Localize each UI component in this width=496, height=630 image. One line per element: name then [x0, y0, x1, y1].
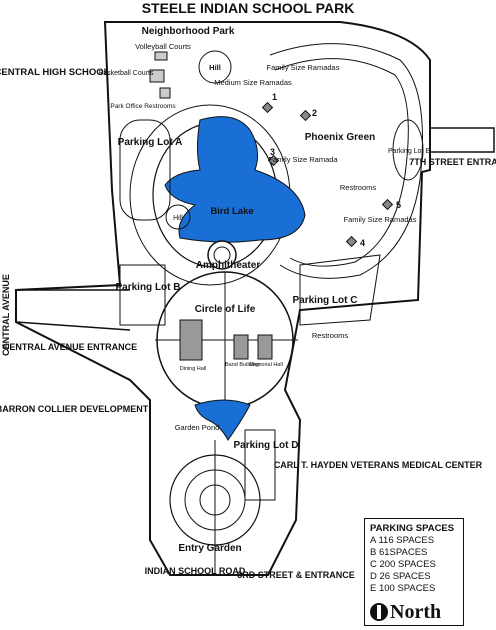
parking-lot-c-area: [299, 254, 381, 326]
label-parking-a: Parking Lot A: [118, 137, 183, 148]
seventh-street-road: [430, 127, 495, 153]
memorial-hall-building: [257, 334, 273, 360]
label-central-hs: CENTRAL HIGH SCHOOL: [0, 67, 110, 78]
garden-pond: [194, 399, 251, 441]
label-medium-ramadas: Medium Size Ramadas: [214, 78, 292, 87]
marker-4: 4: [360, 238, 365, 248]
path-loop-north-inner: [274, 58, 409, 267]
map-title: STEELE INDIAN SCHOOL PARK: [142, 0, 355, 16]
label-restrooms-e: Restrooms: [340, 183, 377, 192]
label-indian-school-road: INDIAN SCHOOL ROAD: [145, 566, 246, 576]
label-family-ramadas-1: Family Size Ramadas: [267, 63, 340, 72]
label-parking-e: Parking Lot E: [388, 148, 430, 155]
path-loop-north: [269, 43, 423, 279]
ramada-2-marker: [299, 109, 312, 122]
label-memorial-hall: Memorial Hall: [249, 362, 283, 368]
parking-lot-d-area: [244, 429, 276, 501]
label-parking-d: Parking Lot D: [233, 440, 298, 451]
label-volleyball: Volleyball Courts: [135, 42, 191, 51]
label-family-ramada-3: Family Size Ramada: [268, 155, 338, 164]
marker-2: 2: [312, 108, 317, 118]
central-avenue-road: [15, 289, 131, 331]
park-boundary: [15, 21, 431, 576]
label-hayden: CARL T. HAYDEN VETERANS MEDICAL CENTER: [274, 460, 483, 470]
legend-item-c: C 200 SPACES: [370, 559, 436, 570]
label-band-building: Band Building: [225, 362, 259, 368]
parking-legend: PARKING SPACES A 116 SPACES B 61SPACES C…: [364, 518, 464, 626]
label-dining-hall: Dining Hall: [180, 366, 207, 372]
label-circle-of-life: Circle of Life: [195, 304, 256, 315]
hill-lake: [165, 204, 191, 230]
label-parking-c: Parking Lot C: [292, 295, 357, 306]
label-central-entrance: CENTRAL AVENUE ENTRANCE: [3, 342, 137, 352]
legend-item-e: E 100 SPACES: [370, 583, 436, 594]
legend-item-a: A 116 SPACES: [370, 535, 435, 546]
label-restrooms-c: Restrooms: [312, 331, 349, 340]
ramada-1-marker: [261, 101, 274, 114]
label-basketball: Basketball Courts: [99, 70, 154, 77]
label-amphitheater: Amphitheater: [196, 260, 261, 271]
label-hill-lake: Hill: [173, 215, 183, 222]
legend-title: PARKING SPACES: [370, 523, 455, 534]
park-office: [159, 87, 171, 99]
label-bird-lake: Bird Lake: [210, 206, 253, 217]
north-label: North: [390, 600, 442, 623]
bird-lake: [164, 116, 306, 243]
volleyball-court: [154, 51, 168, 61]
label-barron-collier: BARRON COLLIER DEVELOPMENT: [0, 404, 149, 414]
north-indicator: North: [370, 600, 460, 624]
label-seventh-street: 7TH STREET ENTRANCE: [409, 157, 496, 167]
label-phoenix-green: Phoenix Green: [305, 132, 376, 143]
label-parking-b: Parking Lot B: [115, 282, 180, 293]
label-garden-pond: Garden Pond: [175, 423, 220, 432]
marker-5: 5: [396, 200, 401, 210]
amphitheater-stage: [213, 246, 231, 264]
parking-lot-a-area: [119, 119, 171, 221]
label-park-office: Park Office Restrooms: [110, 103, 176, 110]
ramada-3-marker: [267, 154, 280, 167]
amphitheater-circle: [207, 240, 237, 270]
band-building: [233, 334, 249, 360]
legend-item-d: D 26 SPACES: [370, 571, 431, 582]
ramada-4-marker: [345, 235, 358, 248]
marker-1: 1: [272, 92, 277, 102]
legend-item-b: B 61SPACES: [370, 547, 428, 558]
parking-lot-b-area: [119, 264, 166, 326]
label-neighborhood-park: Neighborhood Park: [142, 26, 235, 37]
label-entry-garden: Entry Garden: [178, 543, 241, 554]
label-third-street: 3RD STREET & ENTRANCE: [237, 570, 355, 580]
label-hill-top: Hill: [209, 63, 221, 72]
dining-hall-building: [179, 319, 203, 361]
parking-lot-e-area: [392, 119, 424, 181]
basketball-court: [149, 69, 165, 83]
north-arrow-icon: [370, 603, 388, 621]
label-family-ramadas-5: Family Size Ramadas: [344, 215, 417, 224]
hill-top: [198, 50, 232, 84]
ramada-5-marker: [381, 198, 394, 211]
marker-3: 3: [270, 147, 275, 157]
label-central-avenue: CENTRAL AVENUE: [1, 274, 11, 356]
